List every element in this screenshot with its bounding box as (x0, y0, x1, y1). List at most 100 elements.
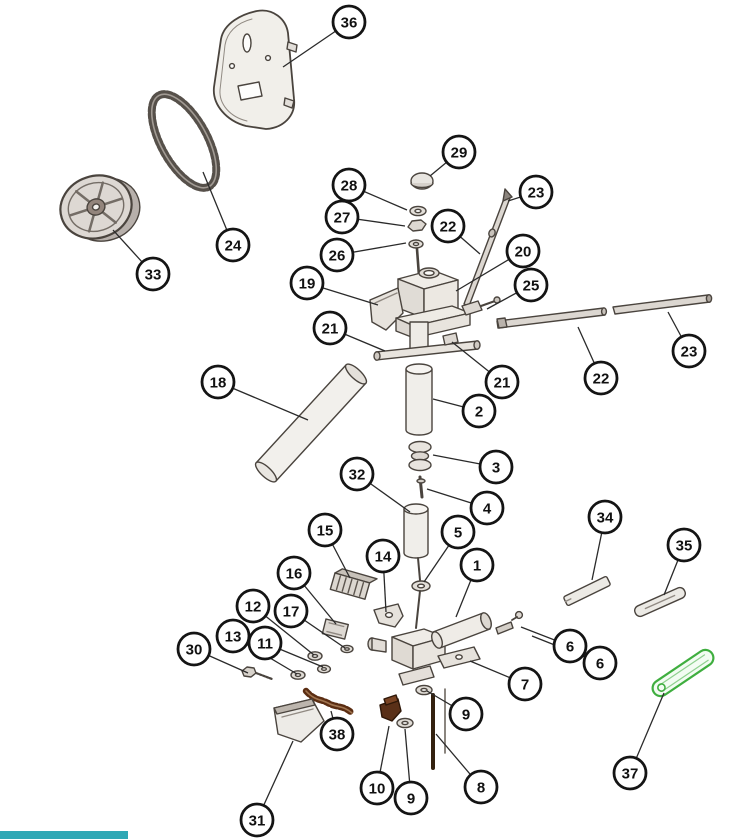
part-cylinder-32 (403, 503, 429, 581)
callout-number: 23 (681, 343, 698, 360)
part-clamp-25 (461, 296, 501, 316)
callout-balloon-35: 35 (666, 527, 702, 563)
callout-circle (552, 628, 588, 664)
callout-balloon-9: 9 (448, 696, 484, 732)
part-washer-11 (316, 664, 332, 674)
callout-balloon-6: 6 (582, 645, 618, 681)
callout-number: 19 (299, 275, 316, 292)
callout-number: 9 (462, 706, 470, 723)
callout-circle (671, 333, 707, 369)
callout-number: 36 (341, 14, 358, 31)
part-handle-rod-right-inner (496, 307, 608, 329)
callout-balloon-18: 18 (200, 364, 236, 400)
callout-balloon-20: 20 (505, 233, 541, 269)
callout-balloon-19: 19 (289, 265, 325, 301)
scan-artifact-strip (0, 831, 128, 839)
callout-circle (478, 449, 514, 485)
part-bar-34 (563, 575, 611, 607)
callout-circle (393, 780, 429, 816)
part-wedge-31 (273, 698, 325, 743)
callout-number: 7 (521, 676, 529, 693)
callout-circle (612, 755, 648, 791)
callout-number: 6 (596, 655, 604, 672)
callout-number: 21 (494, 374, 511, 391)
callout-number: 37 (622, 765, 639, 782)
callout-circle (331, 4, 367, 40)
part-handle-rod-upper (463, 188, 513, 307)
part-nut-27 (407, 219, 427, 232)
callout-circle (448, 696, 484, 732)
callout-balloon-22: 22 (583, 360, 619, 396)
callout-circle (507, 666, 543, 702)
part-washer-5 (411, 580, 431, 629)
callout-number: 28 (341, 177, 358, 194)
callout-circle (324, 199, 360, 235)
callout-number: 32 (349, 466, 366, 483)
callout-balloon-7: 7 (507, 666, 543, 702)
callout-circle (200, 364, 236, 400)
callout-circle (239, 802, 275, 838)
callout-balloon-22: 22 (430, 208, 466, 244)
callout-circle (582, 645, 618, 681)
callout-circle (469, 490, 505, 526)
callout-circle (459, 547, 495, 583)
callout-circle (505, 233, 541, 269)
callout-number: 24 (225, 237, 242, 254)
callout-circle (587, 499, 623, 535)
callout-circle (215, 618, 251, 654)
callout-number: 6 (566, 638, 574, 655)
part-chain-38 (302, 687, 356, 717)
callout-circle (307, 512, 343, 548)
callout-balloon-34: 34 (587, 499, 623, 535)
callout-balloon-27: 27 (324, 199, 360, 235)
callout-number: 5 (454, 524, 462, 541)
callout-number: 17 (283, 603, 300, 620)
callout-circle (666, 527, 702, 563)
part-bolt-30 (241, 666, 274, 681)
part-cylinder-1 (431, 612, 492, 649)
callout-circle (319, 716, 355, 752)
callout-circle (276, 555, 312, 591)
callout-circle (518, 174, 554, 210)
callout-number: 16 (286, 565, 303, 582)
callout-balloon-28: 28 (331, 167, 367, 203)
part-bracket-19 (369, 287, 404, 331)
part-ribbed-block-15 (329, 568, 378, 600)
callout-balloon-8: 8 (463, 769, 499, 805)
callout-circle (331, 167, 367, 203)
callout-number: 38 (329, 726, 346, 743)
callout-circle (235, 588, 271, 624)
callout-balloon-4: 4 (469, 490, 505, 526)
callout-balloon-26: 26 (319, 237, 355, 273)
callout-circle (247, 625, 283, 661)
callout-balloon-25: 25 (513, 267, 549, 303)
callout-balloon-6: 6 (552, 628, 588, 664)
callout-circle (365, 538, 401, 574)
callout-balloon-23: 23 (671, 333, 707, 369)
callout-balloon-24: 24 (215, 227, 251, 263)
callout-circle (583, 360, 619, 396)
part-handle-37-highlighted (651, 648, 715, 698)
callout-balloon-16: 16 (276, 555, 312, 591)
callout-number: 18 (210, 374, 227, 391)
callout-number: 1 (473, 557, 481, 574)
callout-number: 34 (597, 509, 614, 526)
part-pin-4 (416, 475, 426, 499)
callout-balloon-1: 1 (459, 547, 495, 583)
callout-number: 13 (225, 628, 242, 645)
callout-balloon-5: 5 (440, 514, 476, 550)
callout-number: 26 (329, 247, 346, 264)
part-latch-10 (379, 694, 402, 722)
callout-balloon-3: 3 (478, 449, 514, 485)
leader-lines (112, 21, 690, 821)
callout-balloon-11: 11 (247, 625, 283, 661)
callout-number: 15 (317, 522, 334, 539)
part-belt-guard-cover (213, 9, 298, 130)
part-cylinder-2 (405, 363, 433, 436)
callout-number: 11 (257, 635, 273, 652)
callout-number: 10 (369, 780, 386, 797)
callout-balloon-23: 23 (518, 174, 554, 210)
callout-circle (484, 364, 520, 400)
